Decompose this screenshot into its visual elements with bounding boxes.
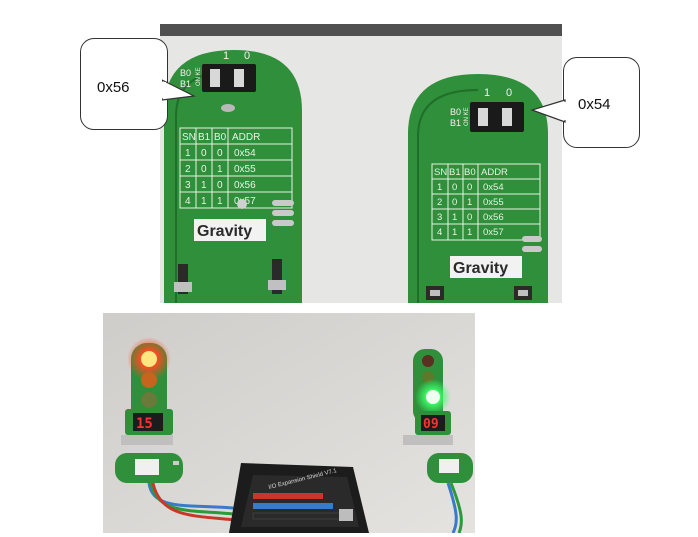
callout-right-pointer [530, 99, 566, 123]
table-cell: 1 [437, 182, 442, 193]
table-cell: 0 [201, 148, 207, 159]
switch-row-label-b0: B0 [180, 68, 191, 78]
table-cell: 0x56 [483, 212, 504, 223]
address-table-right: SN B1 B0 ADDR 1 0 0 0x54 2 0 1 0x55 3 1 … [431, 163, 541, 241]
table-cell: 3 [437, 212, 442, 223]
table-cell: 1 [452, 212, 457, 223]
callout-left-pointer [162, 79, 196, 101]
gravity-logo-left [194, 219, 266, 241]
address-callout-right: 0x54 [563, 57, 640, 148]
table-cell: 0 [467, 212, 472, 223]
table-header-b1: B1 [198, 132, 211, 143]
seven-segment-display-left [133, 413, 163, 431]
table-header-b1: B1 [449, 167, 461, 178]
table-cell: 0x55 [234, 164, 256, 175]
table-cell: 0 [201, 164, 207, 175]
right-display-value: 09 [423, 417, 439, 432]
table-cell: 1 [217, 196, 223, 207]
table-cell: 3 [185, 180, 191, 191]
gravity-logo-right [450, 256, 522, 278]
table-header-sn: SN [182, 132, 196, 143]
switch-top-label-1: 1 [223, 50, 229, 62]
table-cell: 1 [467, 227, 472, 238]
table-cell: 0x57 [483, 227, 504, 238]
table-cell: 0 [467, 182, 472, 193]
top-photo-canvas: 1 0 B0 B1 ON KE SN B1 B0 ADDR 1 [160, 24, 562, 303]
table-cell: 4 [185, 196, 191, 207]
table-header-addr: ADDR [481, 167, 508, 178]
switch-side-text: ON KE [464, 107, 470, 126]
gravity-logo-text: Gravity [453, 260, 508, 277]
table-cell: 1 [201, 196, 207, 207]
switch-side-text: ON KE [196, 67, 202, 86]
left-display-value: 15 [136, 416, 153, 432]
callout-left-text: 0x56 [97, 79, 130, 96]
switch-top-label-0: 0 [506, 87, 512, 99]
switch-row-label-b0: B0 [450, 107, 461, 117]
table-cell: 0 [217, 180, 223, 191]
table-cell: 0x56 [234, 180, 256, 191]
table-cell: 1 [467, 197, 472, 208]
address-table-left: SN B1 B0 ADDR 1 0 0 0x54 2 0 1 0x55 3 1 … [179, 127, 293, 209]
bottom-photo-canvas: 15 09 [103, 313, 475, 533]
switch-row-label-b1: B1 [180, 79, 191, 89]
table-cell: 2 [185, 164, 191, 175]
table-cell: 0x54 [483, 182, 504, 193]
table-cell: 0 [452, 182, 457, 193]
left-pcb-board: 1 0 B0 B1 ON KE SN B1 B0 ADDR 1 [164, 50, 302, 303]
table-cell: 1 [185, 148, 191, 159]
table-header-b0: B0 [464, 167, 476, 178]
table-cell: 1 [452, 227, 457, 238]
bottom-photo: 15 09 [103, 313, 475, 533]
table-header-b0: B0 [214, 132, 227, 143]
right-pcb-board: 1 0 B0 B1 ON KE SN B1 B0 ADDR 1 0 [408, 74, 548, 303]
table-cell: 0 [452, 197, 457, 208]
table-cell: 0 [217, 148, 223, 159]
table-header-addr: ADDR [232, 132, 260, 143]
table-cell: 4 [437, 227, 442, 238]
callout-right-text: 0x54 [578, 96, 611, 113]
table-cell: 1 [201, 180, 207, 191]
table-cell: 2 [437, 197, 442, 208]
seven-segment-display-right [421, 415, 445, 431]
table-cell: 1 [217, 164, 223, 175]
switch-row-label-b1: B1 [450, 118, 461, 128]
left-traffic-light: 15 [115, 337, 183, 483]
top-photo: 1 0 B0 B1 ON KE SN B1 B0 ADDR 1 [160, 24, 562, 303]
table-header-sn: SN [434, 167, 447, 178]
table-cell: 0x55 [483, 197, 504, 208]
switch-top-label-1: 1 [484, 87, 490, 99]
switch-top-label-0: 0 [244, 50, 250, 62]
address-callout-left: 0x56 [80, 38, 168, 130]
table-cell: 0x54 [234, 148, 256, 159]
gravity-logo-text: Gravity [197, 223, 252, 240]
io-expansion-shield: I/O Expansion Shield V7.1 [229, 463, 369, 533]
right-traffic-light: 09 [403, 349, 473, 483]
